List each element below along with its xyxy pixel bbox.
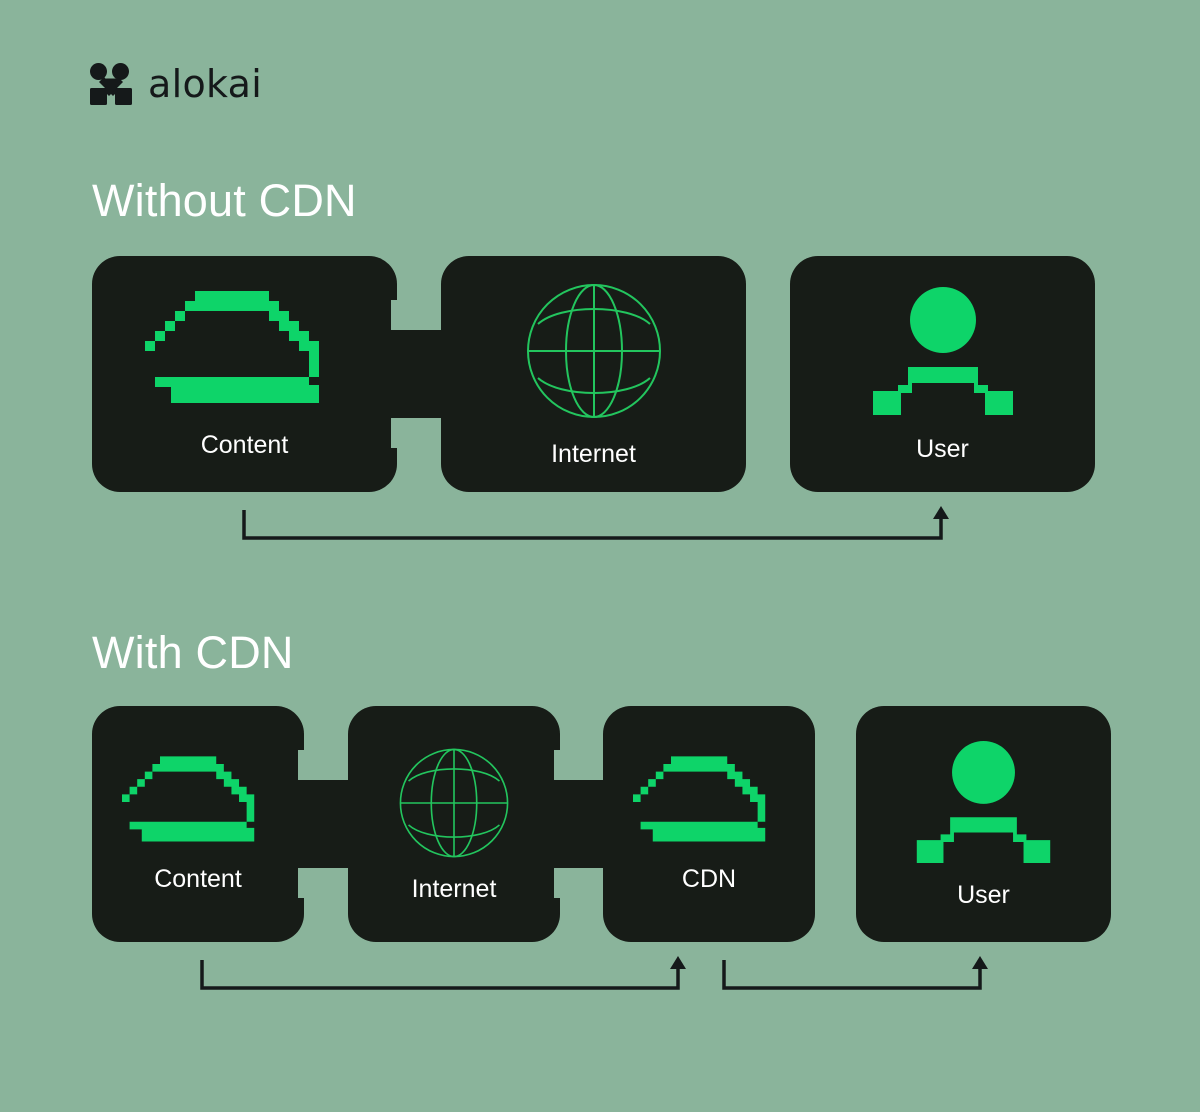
card-label-user: User <box>916 434 969 463</box>
arrow-cdn-to-user <box>722 956 988 990</box>
section-title-with-cdn: With CDN <box>92 627 294 678</box>
card-label-content: Content <box>200 430 289 459</box>
card-internet-without-cdn[interactable]: Internet <box>441 256 746 492</box>
cloud-icon <box>633 756 766 842</box>
user-icon <box>872 286 1013 415</box>
card-label-content: Content <box>154 865 242 893</box>
arrow-content-to-user <box>242 506 949 540</box>
card-label-internet: Internet <box>411 874 497 903</box>
card-label-internet: Internet <box>551 439 636 468</box>
globe-icon <box>526 283 661 418</box>
card-label-cdn: CDN <box>681 865 737 893</box>
card-cdn-with-cdn[interactable]: CDN <box>603 706 815 942</box>
globe-icon <box>399 748 509 857</box>
section-title-without-cdn: Without CDN <box>92 175 357 226</box>
card-content-with-cdn[interactable]: Content <box>92 706 304 942</box>
card-content-without-cdn[interactable]: Content <box>92 256 397 492</box>
card-user-with-cdn[interactable]: User <box>856 706 1111 942</box>
connector-content-internet-without-cdn <box>391 300 447 448</box>
brand-name: alokai <box>148 62 263 106</box>
connector-internet-cdn-with-cdn <box>554 750 610 898</box>
cloud-icon <box>122 756 255 842</box>
card-user-without-cdn[interactable]: User <box>790 256 1095 492</box>
card-label-user: User <box>957 880 1010 909</box>
alokai-mark-icon <box>90 63 132 105</box>
brand-logo: alokai <box>90 63 262 105</box>
user-icon <box>916 740 1051 863</box>
cloud-icon <box>144 290 319 403</box>
connector-content-internet-with-cdn <box>298 750 354 898</box>
card-internet-with-cdn[interactable]: Internet <box>348 706 560 942</box>
arrow-content-to-cdn <box>200 956 686 990</box>
